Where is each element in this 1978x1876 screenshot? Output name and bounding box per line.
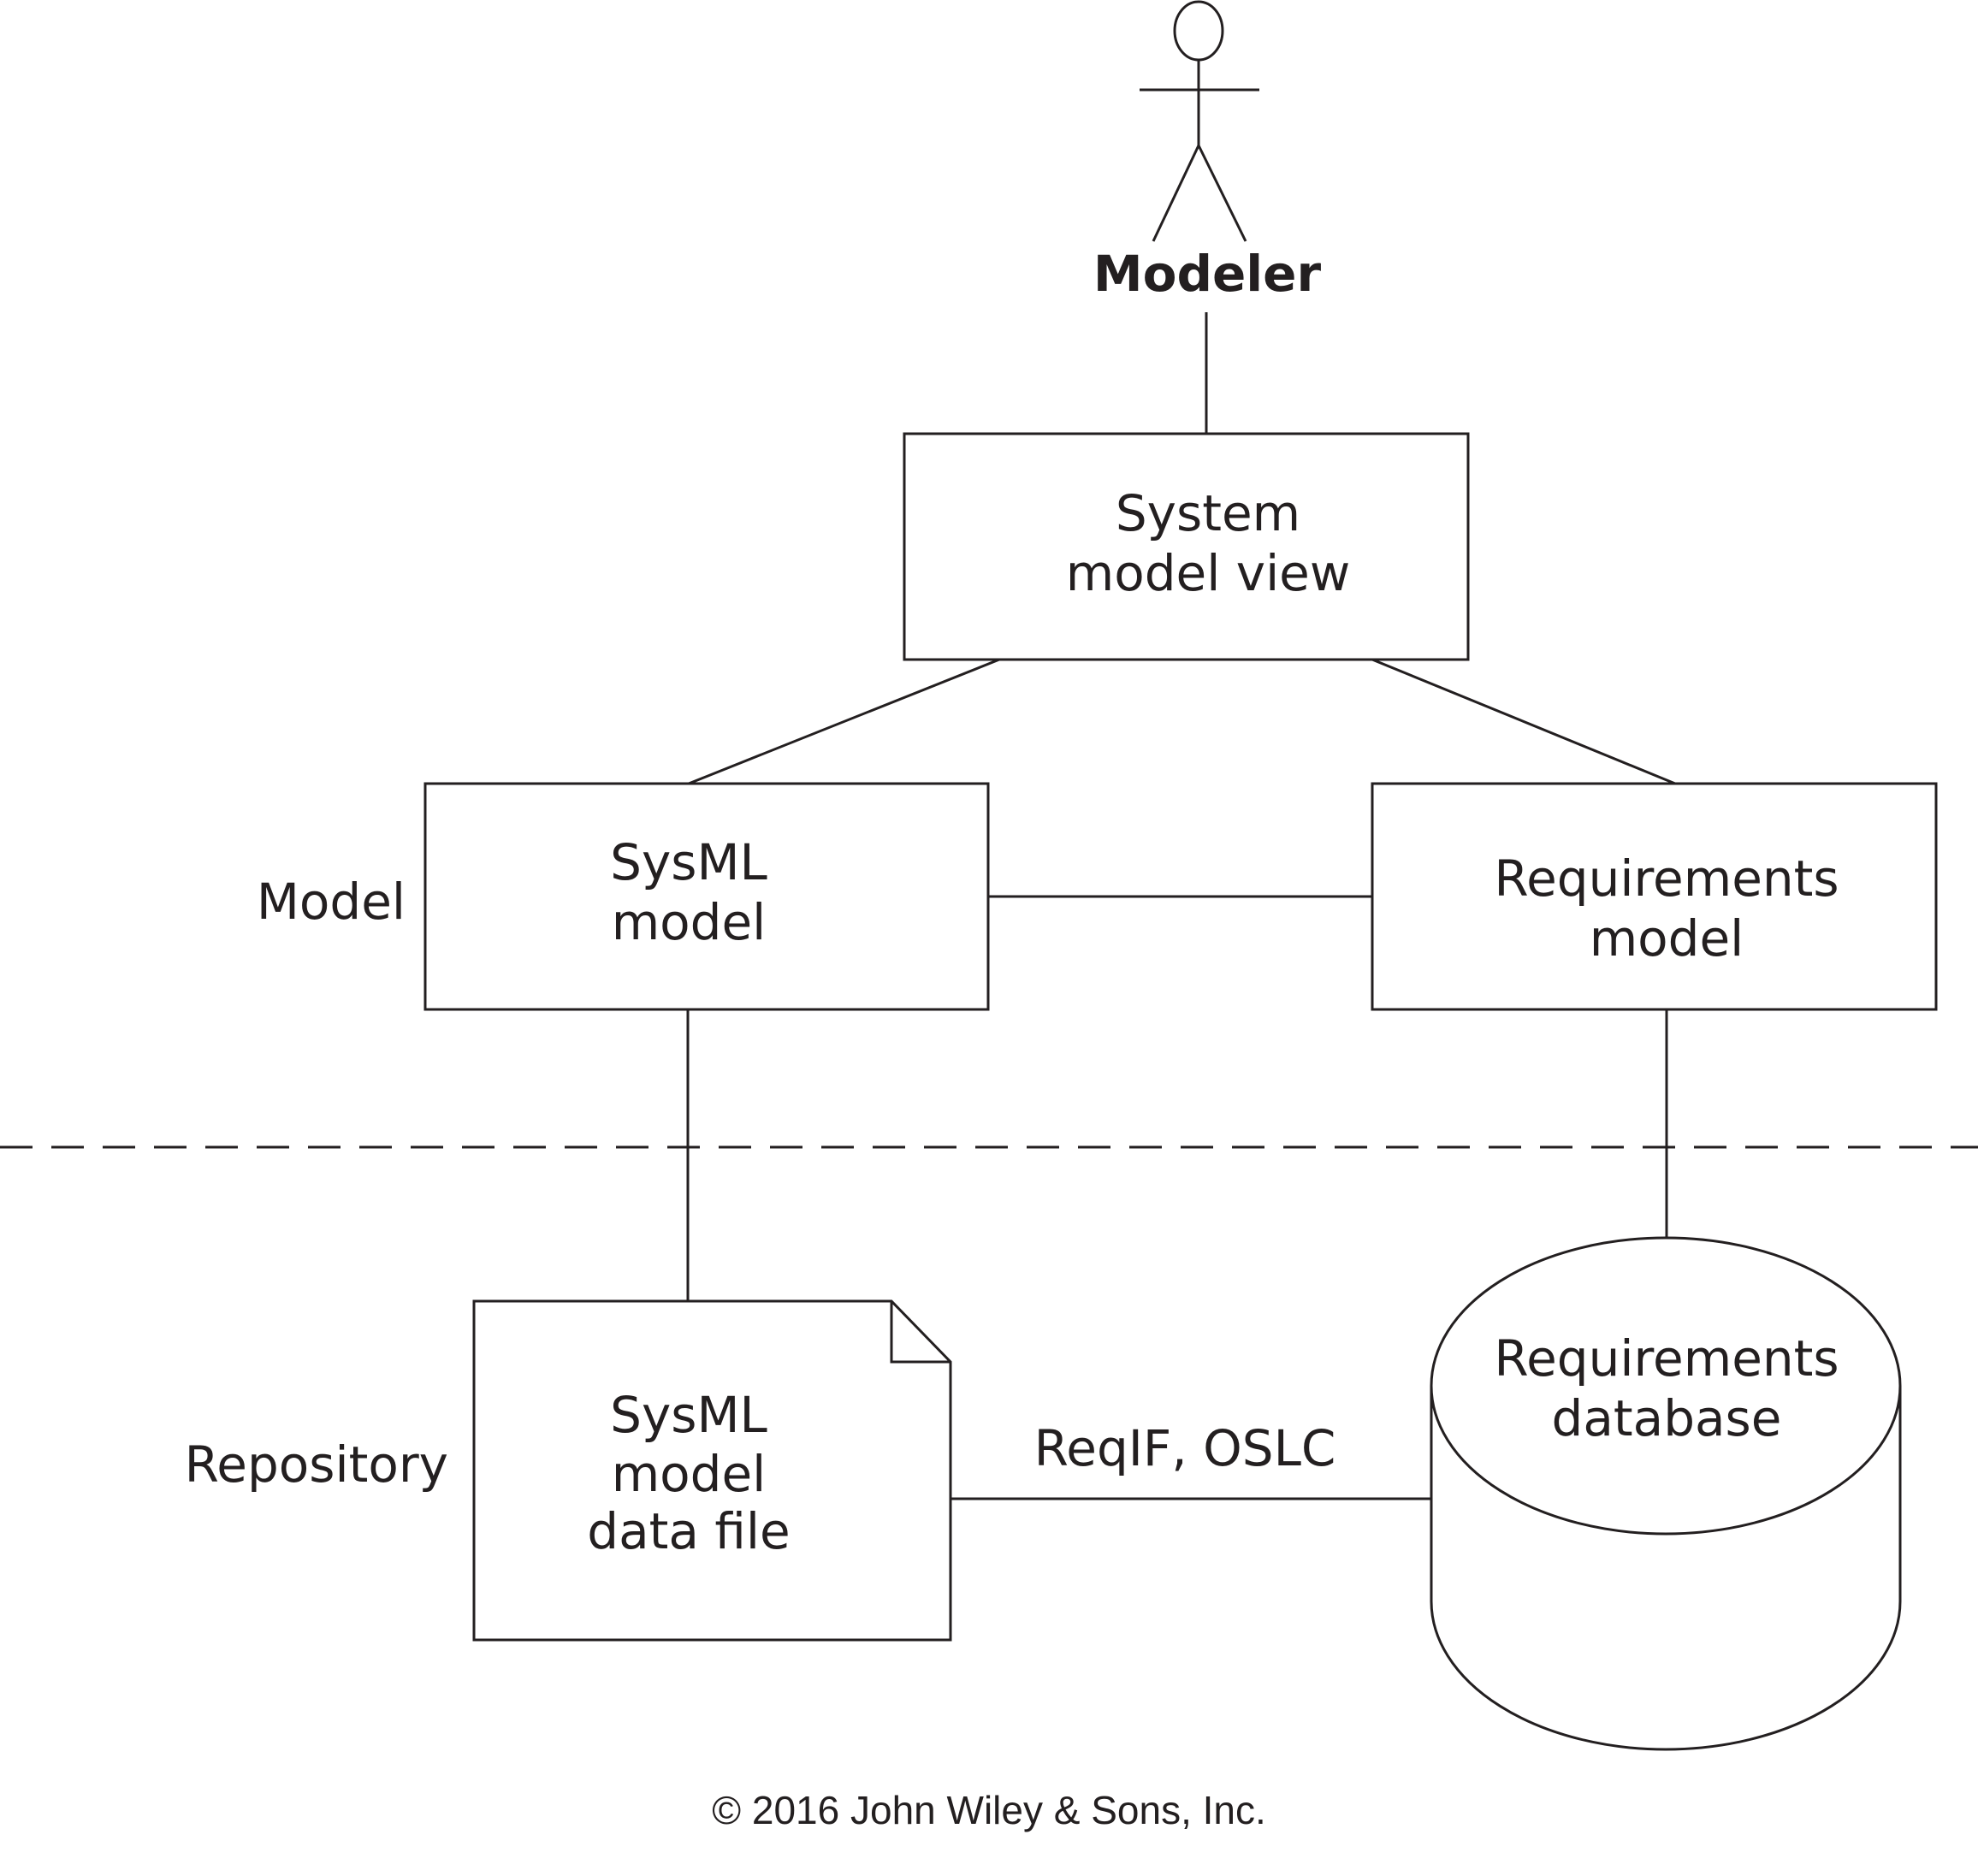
modeler-actor-icon: [1140, 0, 1259, 242]
view-to-requirements-edge: [1371, 658, 1676, 785]
requirements-model-box: [1371, 782, 1938, 1011]
system-model-view-line-1: System: [1116, 484, 1300, 542]
sysml-data-file-line-1: SysML: [610, 1386, 767, 1444]
repository-layer-label: Repository: [185, 1435, 448, 1494]
file-corner-fold-icon: [890, 1301, 951, 1364]
sysml-data-file-line-2: model: [612, 1445, 767, 1503]
sysml-data-file-line-3: data file: [587, 1502, 790, 1560]
sysml-data-file-shape: [472, 1299, 952, 1642]
system-model-view-box: [903, 432, 1470, 661]
system-model-view-line-2: model view: [1066, 544, 1351, 602]
connectors: [686, 312, 1676, 1500]
requirements-database-cylinder: [1430, 1236, 1902, 1751]
modeler-label: Modeler: [1093, 245, 1322, 303]
requirements-database-line-1: Requirements: [1494, 1329, 1839, 1388]
requirements-database-line-2: database: [1552, 1389, 1782, 1447]
sysml-model-box: [423, 782, 990, 1011]
view-to-sysml-edge: [688, 658, 1000, 785]
sysml-model-line-2: model: [612, 893, 767, 951]
model-layer-label: Model: [257, 873, 406, 931]
sysml-model-line-1: SysML: [610, 833, 767, 891]
requirements-model-line-1: Requirements: [1494, 849, 1839, 908]
reqif-oslc-label: ReqIF, OSLC: [1034, 1419, 1336, 1477]
requirements-model-line-2: model: [1590, 909, 1744, 968]
copyright-text: © 2016 John Wiley & Sons, Inc.: [712, 1788, 1266, 1832]
